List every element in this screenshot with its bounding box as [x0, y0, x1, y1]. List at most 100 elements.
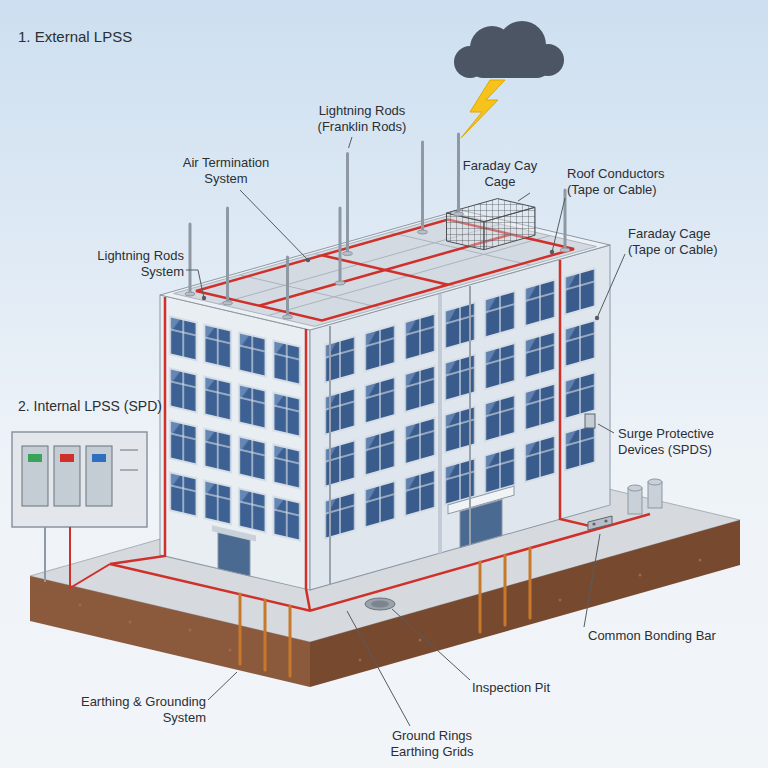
lightning-rods — [457, 134, 460, 214]
rod-bases — [185, 212, 570, 319]
ground — [79, 559, 702, 662]
leader-lines — [240, 190, 308, 260]
bonding-bar — [588, 516, 612, 530]
ground — [79, 604, 82, 607]
earth-rods — [504, 555, 507, 625]
lightning-rods — [421, 142, 424, 232]
leader-lines — [597, 254, 625, 318]
leader-lines — [518, 193, 530, 201]
rod-bases — [283, 315, 293, 319]
earth-rods — [479, 562, 482, 632]
bonding-bar — [604, 519, 607, 522]
ground — [359, 659, 362, 662]
earth-rods — [239, 594, 242, 664]
down-conductors — [560, 260, 600, 528]
spd-cables — [70, 527, 110, 588]
storm-cloud — [532, 44, 564, 76]
rod-bases — [335, 281, 345, 285]
tanks — [628, 479, 662, 514]
leader-lines — [186, 270, 204, 298]
spd-cables — [44, 527, 46, 582]
rod-bases — [343, 252, 353, 256]
inspection-pit — [371, 601, 389, 608]
callout-label: Faraday Cay Cage — [456, 158, 544, 189]
inspection-pit — [365, 598, 395, 610]
spd-panel — [92, 454, 106, 462]
spd-panel — [12, 432, 147, 527]
callout-label: Ground Rings Earthing Grids — [367, 728, 497, 759]
callout-label: Air Termination System — [168, 155, 284, 186]
tanks — [628, 485, 642, 491]
building-right-face — [448, 486, 514, 514]
leader-lines — [208, 672, 237, 700]
tanks — [628, 488, 642, 514]
spd-panel — [28, 454, 42, 462]
leader-lines — [552, 198, 565, 252]
down-conductors — [306, 329, 310, 611]
tanks — [648, 482, 662, 508]
callout-label: Inspection Pit — [472, 680, 612, 696]
ground — [559, 599, 562, 602]
rod-bases — [418, 230, 428, 234]
rod-bases — [454, 212, 464, 216]
ground — [129, 621, 132, 624]
rod-bases — [223, 301, 233, 305]
spd-box — [585, 414, 595, 428]
callout-label: Common Bonding Bar — [588, 628, 748, 644]
lightning-rods — [286, 257, 289, 317]
spd-panel — [12, 432, 147, 527]
tanks — [648, 479, 662, 485]
conduits — [469, 286, 471, 545]
building-left-face — [166, 310, 304, 550]
lightning-rods — [346, 154, 349, 254]
lightning-rods — [226, 208, 229, 303]
callout-label: Roof Conductors (Tape or Cable) — [567, 166, 687, 197]
earth-rods — [289, 606, 292, 676]
conduits — [329, 326, 331, 585]
leader-dots — [595, 316, 599, 320]
rod-bases — [185, 292, 195, 296]
bonding-bar — [588, 516, 612, 530]
spd-panel — [86, 446, 112, 506]
leader-lines — [598, 424, 614, 433]
building-left-face — [212, 525, 256, 541]
spd-cables — [45, 527, 110, 588]
ground — [699, 559, 702, 562]
callout-label: 2. Internal LPSS (SPD) — [18, 398, 238, 415]
ground — [419, 639, 422, 642]
spd-panel — [120, 470, 138, 471]
callout-label: Lightning Rods (Franklin Rods) — [303, 103, 421, 134]
roof — [268, 236, 550, 316]
rod-bases — [560, 248, 570, 252]
callout-label: Faraday Cage (Tape or Cable) — [628, 226, 746, 257]
callout-label: Lightning Rods System — [74, 248, 184, 279]
earth-rods — [264, 600, 267, 670]
bonding-bar — [592, 522, 595, 525]
leader-lines — [392, 609, 470, 680]
spd-panel — [22, 446, 48, 506]
storm-cloud — [454, 21, 564, 78]
spd-panel — [60, 454, 74, 462]
earth-rods — [240, 548, 530, 676]
building-left-face — [160, 295, 310, 590]
ground — [30, 576, 310, 687]
leader-lines — [186, 137, 625, 726]
leader-lines — [347, 611, 410, 726]
leader-lines — [349, 137, 353, 148]
earth-rods — [529, 548, 532, 618]
spd-panel — [54, 446, 80, 506]
down-conductors — [110, 260, 600, 611]
callout-label: Earthing & Grounding System — [64, 694, 206, 725]
ground — [639, 574, 642, 577]
ground — [229, 649, 232, 652]
ground — [189, 629, 192, 632]
inspection-pit — [365, 598, 395, 610]
building-left-face — [160, 295, 310, 590]
ground-ring — [110, 514, 650, 611]
spd-panel — [120, 450, 138, 451]
leader-dots — [550, 250, 554, 254]
leader-lines — [584, 534, 600, 627]
building-right-face — [438, 293, 442, 553]
leader-dots — [202, 296, 206, 300]
